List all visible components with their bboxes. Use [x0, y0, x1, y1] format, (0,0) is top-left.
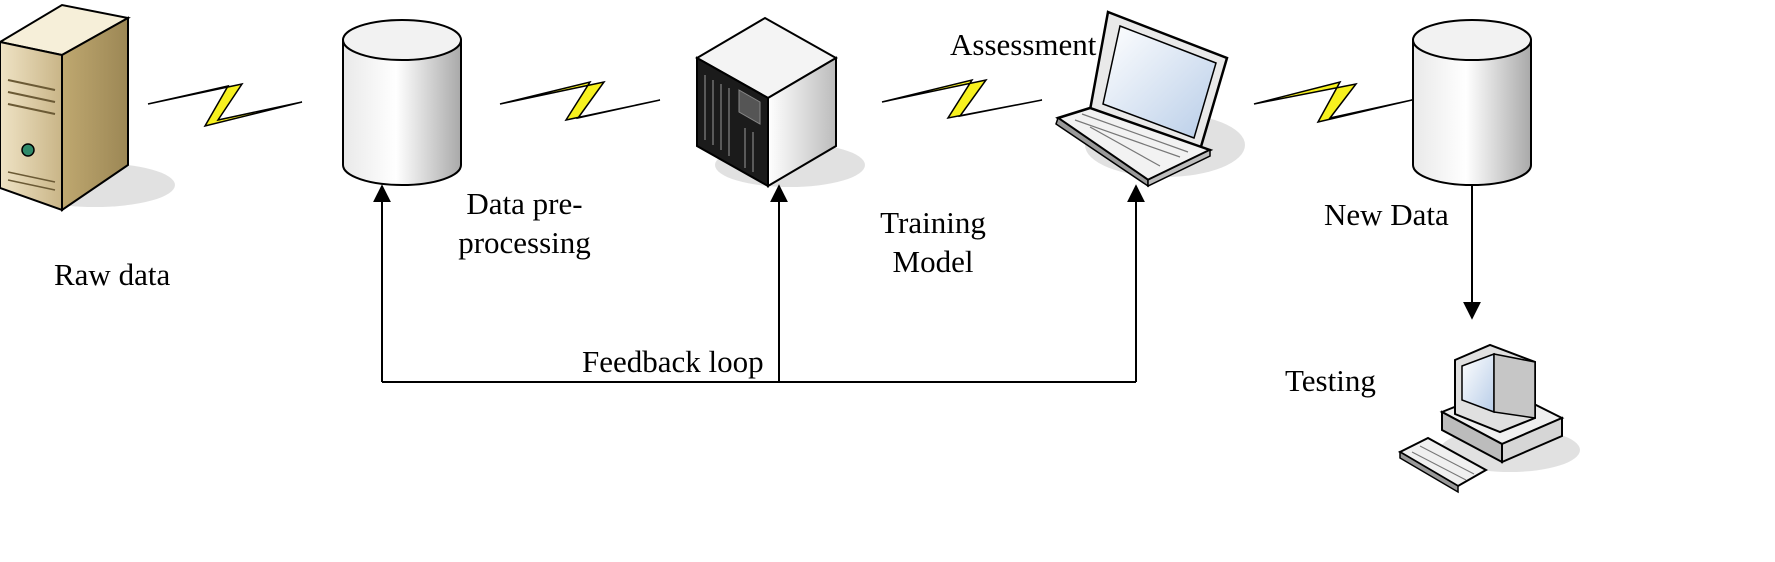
connection-bolt-icon	[881, 78, 1043, 120]
database-cylinder-icon	[342, 19, 462, 186]
testing-label: Testing	[1285, 363, 1376, 398]
connection-bolt-icon	[1253, 80, 1413, 124]
connection-bolt-icon	[499, 80, 661, 122]
feedback-loop-lines	[373, 184, 1145, 383]
database-cylinder-icon	[1412, 19, 1532, 186]
new-data-label: New Data	[1324, 197, 1449, 232]
training-label-line2: Model	[892, 244, 974, 279]
server-tower-icon	[0, 3, 175, 212]
training-label-line1: Training	[880, 205, 986, 240]
laptop-icon	[1055, 10, 1245, 188]
raw-data-label: Raw data	[54, 257, 171, 292]
feedback-loop-label: Feedback loop	[582, 344, 764, 379]
preprocessing-label-line2: processing	[458, 225, 591, 260]
server-cube-icon	[694, 16, 865, 188]
connection-bolt-icon	[147, 82, 303, 128]
assessment-label: Assessment	[950, 27, 1097, 62]
desktop-computer-icon	[1397, 343, 1580, 494]
preprocessing-label-line1: Data pre-	[466, 186, 583, 221]
